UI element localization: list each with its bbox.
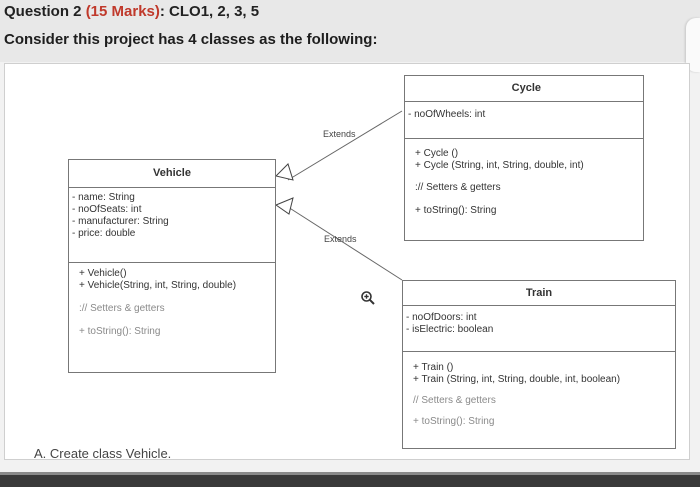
task-a-text: A. Create class Vehicle. xyxy=(34,446,172,461)
zoom-in-icon[interactable] xyxy=(360,290,376,306)
question-header: Question 2 (15 Marks): CLO1, 2, 3, 5 Con… xyxy=(0,0,700,62)
vehicle-class-box: Vehicle - name: String - noOfSeats: int … xyxy=(68,159,276,373)
vehicle-attr-price: - price: double xyxy=(72,228,136,239)
train-class-name: Train xyxy=(525,287,553,299)
question-title: Question 2 (15 Marks): CLO1, 2, 3, 5 xyxy=(4,3,260,20)
vehicle-class-name: Vehicle xyxy=(153,167,191,179)
train-attr-doors: - noOfDoors: int xyxy=(406,312,477,323)
vehicle-method-ctor-default: + Vehicle() xyxy=(79,268,127,279)
cycle-attr-wheels: - noOfWheels: int xyxy=(408,109,486,120)
vehicle-attr-seats: - noOfSeats: int xyxy=(72,204,142,215)
cycle-method-ctor-default: + Cycle () xyxy=(415,148,459,159)
cycle-method-setters-getters: :// Setters & getters xyxy=(415,182,501,193)
extends-label-train: Extends xyxy=(324,234,357,244)
bottom-bar xyxy=(0,472,700,487)
train-method-ctor-default: + Train () xyxy=(413,362,454,373)
cycle-method-ctor-full: + Cycle (String, int, String, double, in… xyxy=(415,160,584,171)
train-attr-electric: - isElectric: boolean xyxy=(406,324,494,335)
cycle-class-box: Cycle - noOfWheels: int + Cycle () + Cyc… xyxy=(404,75,644,241)
question-marks: (15 Marks) xyxy=(85,3,160,20)
vehicle-method-setters-getters: :// Setters & getters xyxy=(79,303,165,314)
cycle-class-name: Cycle xyxy=(511,82,541,94)
train-method-setters-getters: // Setters & getters xyxy=(413,395,496,406)
train-method-ctor-full: + Train (String, int, String, double, in… xyxy=(413,374,621,385)
vehicle-method-tostring: + toString(): String xyxy=(79,326,161,337)
vehicle-attr-manufacturer: - manufacturer: String xyxy=(72,216,169,227)
train-class-box: Train - noOfDoors: int - isElectric: boo… xyxy=(402,280,676,449)
vehicle-method-ctor-full: + Vehicle(String, int, String, double) xyxy=(79,280,237,291)
side-panel-tab[interactable] xyxy=(686,18,700,72)
train-method-tostring: + toString(): String xyxy=(413,416,495,427)
vehicle-attr-name: - name: String xyxy=(72,192,135,203)
question-subtitle: Consider this project has 4 classes as t… xyxy=(4,31,378,48)
bottom-bar-strip xyxy=(0,472,700,475)
extends-label-cycle: Extends xyxy=(323,129,356,139)
cycle-method-tostring: + toString(): String xyxy=(415,205,497,216)
